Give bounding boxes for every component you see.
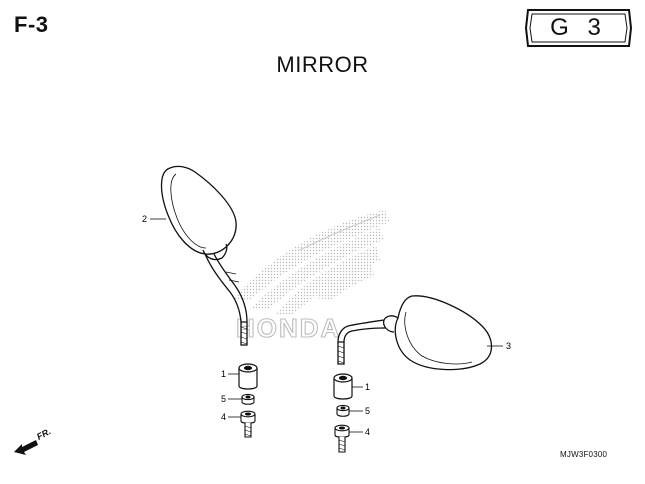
right-adapter-bolt-part-4 [334,424,350,453]
honda-brand-watermark: HONDA [236,313,341,343]
diagram-title: MIRROR [276,52,369,77]
page-reference: F-3 [14,12,49,37]
callout-4-right: 4 [365,427,370,437]
callout-5-left: 5 [221,394,226,404]
callout-leader-lines [150,218,503,433]
callout-5-right: 5 [365,406,370,416]
right-boot-part-1 [333,373,353,400]
left-boot-part-1 [238,363,258,390]
section-code: G 3 [550,14,607,41]
honda-wing-watermark [232,210,390,314]
callout-2: 2 [142,214,147,224]
left-mirror-assembly [160,165,248,346]
front-direction-arrow-icon [14,440,38,455]
section-badge-frame [524,9,633,47]
diagram-code: MJW3F0300 [560,450,608,459]
right-mirror-assembly [337,295,493,371]
callout-3: 3 [506,341,511,351]
callout-4-left: 4 [221,412,226,422]
left-adapter-bolt-part-4 [240,410,256,438]
callout-1-left: 1 [221,369,226,379]
right-nut-part-5 [336,404,350,417]
callout-1-right: 1 [365,382,370,392]
left-nut-part-5 [241,393,255,405]
